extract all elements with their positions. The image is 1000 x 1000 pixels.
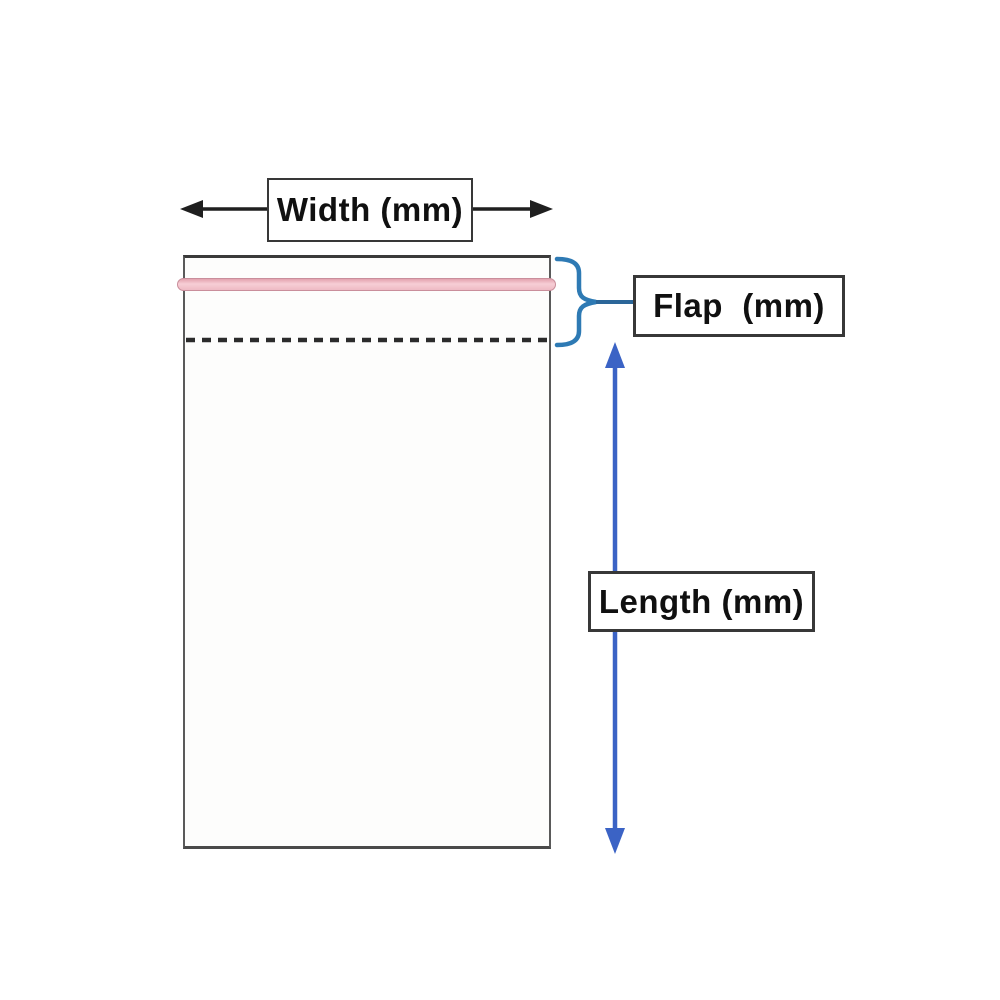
flap-label-box: Flap (mm) (633, 275, 845, 337)
length-label: Length (mm) (598, 582, 805, 620)
length-label-box: Length (mm) (588, 571, 815, 632)
flap-label: Flap (mm) (653, 287, 825, 324)
width-label: Width (mm) (276, 191, 464, 228)
bag-outline (183, 255, 551, 849)
width-label-box: Width (mm) (267, 178, 473, 242)
adhesive-strip (177, 278, 556, 291)
width-arrow-right-icon (473, 200, 553, 218)
flap-brace-icon (554, 256, 633, 348)
width-arrow-left-icon (180, 200, 267, 218)
